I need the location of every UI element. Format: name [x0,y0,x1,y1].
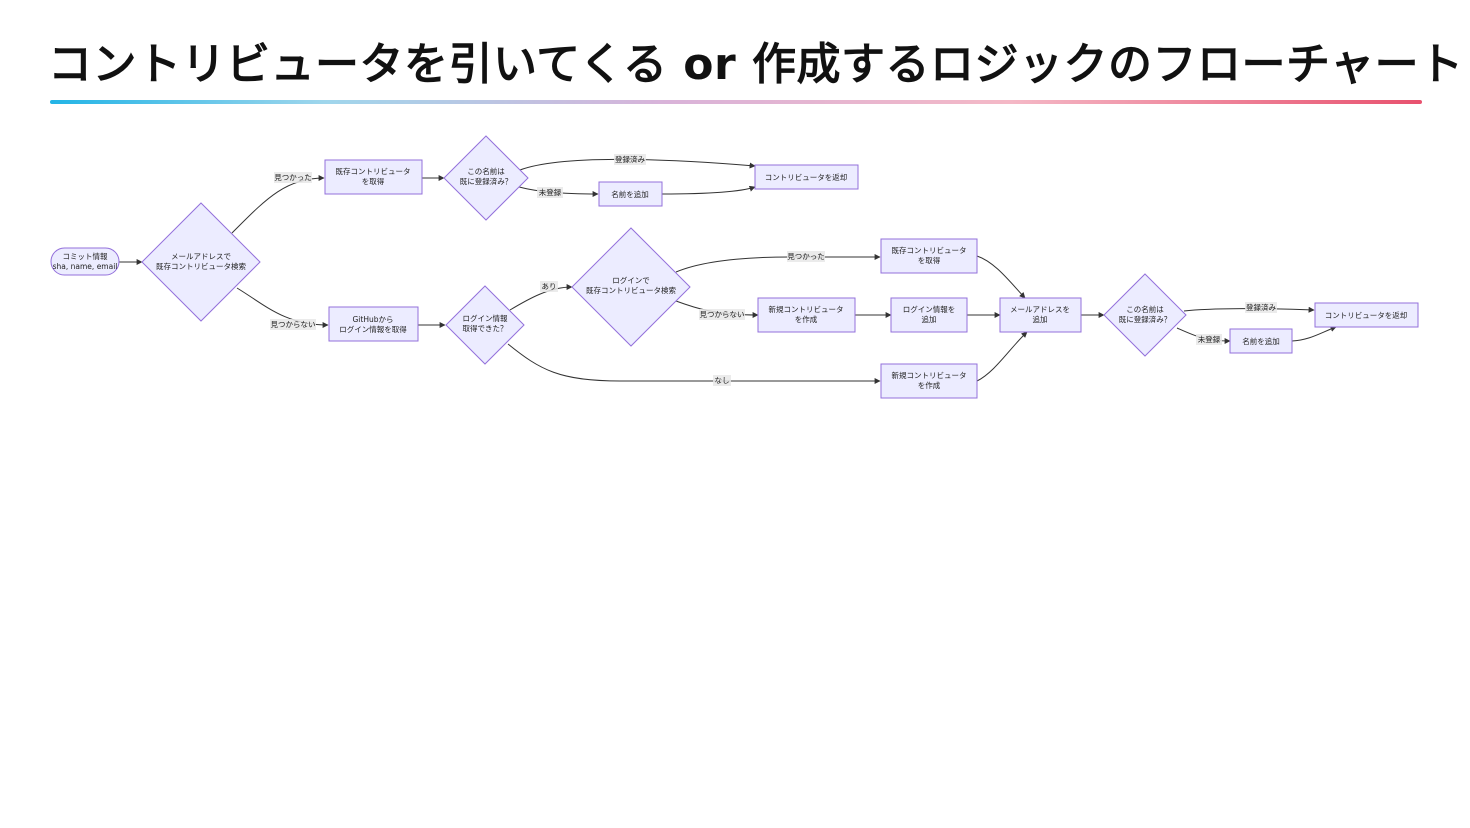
svg-text:あり: あり [542,282,557,291]
svg-text:取得できた？: 取得できた？ [463,323,508,333]
svg-text:追加: 追加 [1033,314,1048,324]
edge-addname1-to-return1 [661,185,756,195]
edge-label-not-found-email: 見つからない [270,319,316,330]
edge-label-unregistered-1: 未登録 [537,187,563,198]
node-add-name-1: 名前を追加 [598,181,663,207]
node-add-login-info: ログイン情報を 追加 [890,297,968,333]
svg-text:見つからない: 見つからない [700,310,745,319]
svg-text:既存コントリビュータ: 既存コントリビュータ [892,245,967,255]
svg-text:メールアドレスで: メールアドレスで [171,252,231,261]
node-create-new-2: 新規コントリビュータ を作成 [880,363,978,399]
svg-text:名前を追加: 名前を追加 [611,189,649,199]
node-name-registered-decision-1: この名前は 既に登録済み？ [443,135,529,221]
node-add-email: メールアドレスを 追加 [999,297,1082,333]
edge-q2-yes [509,284,573,311]
node-login-search-decision: ログインで 既存コントリビュータ検索 [571,227,691,347]
svg-text:未登録: 未登録 [539,187,562,197]
edge-search-found [231,175,325,234]
svg-text:既存コントリビュータ: 既存コントリビュータ [336,166,411,176]
svg-text:ログイン情報を取得: ログイン情報を取得 [339,324,407,334]
svg-text:を作成: を作成 [795,314,818,324]
svg-text:sha, name, email: sha, name, email [53,262,118,271]
svg-text:登録済み: 登録済み [615,154,645,164]
svg-text:追加: 追加 [922,314,937,324]
node-return-contributor-1: コントリビュータを返却 [754,164,859,190]
svg-text:メールアドレスを: メールアドレスを [1010,305,1070,314]
edge-q2-no [507,343,881,384]
svg-text:新規コントリビュータ: 新規コントリビュータ [892,370,967,380]
svg-text:ログイン情報を: ログイン情報を [903,304,956,314]
node-get-existing-2: 既存コントリビュータ を取得 [880,238,978,274]
svg-text:コミット情報: コミット情報 [63,251,108,261]
svg-text:既に登録済み？: 既に登録済み？ [1119,314,1172,324]
node-commit-info: コミット情報 sha, name, email [50,247,120,276]
edge-addname2-to-return2 [1291,326,1337,342]
node-return-contributor-2: コントリビュータを返却 [1314,302,1419,328]
edge-loginsearch-found [675,254,881,273]
edge-label-found-email: 見つかった [274,172,312,183]
svg-text:を作成: を作成 [918,380,941,390]
svg-text:コントリビュータを返却: コントリビュータを返却 [1325,310,1408,320]
edges [119,158,1337,384]
edge-label-unregistered-2: 未登録 [1196,334,1222,345]
svg-text:ログイン情報: ログイン情報 [463,313,508,323]
node-add-name-2: 名前を追加 [1229,328,1293,354]
node-create-new-1: 新規コントリビュータ を作成 [757,297,856,333]
node-name-registered-decision-2: この名前は 既に登録済み？ [1103,273,1187,357]
edge-q3-registered [1183,306,1315,313]
svg-text:既に登録済み？: 既に登録済み？ [460,176,513,186]
page-title: コントリビュータを引いてくる or 作成するロジックのフローチャート [48,39,1464,90]
svg-text:ログインで: ログインで [612,275,650,285]
edge-label-login-yes: あり [540,281,558,292]
svg-text:この名前は: この名前は [1126,304,1164,314]
node-email-search-decision: メールアドレスで 既存コントリビュータ検索 [141,202,261,322]
node-github-login: GitHubから ログイン情報を取得 [328,306,419,342]
svg-text:名前を追加: 名前を追加 [1242,336,1280,346]
svg-text:未登録: 未登録 [1198,334,1221,344]
svg-text:を取得: を取得 [362,176,385,186]
title-underline [50,100,1422,104]
edge-label-registered-2: 登録済み [1245,302,1277,313]
edge-label-registered-1: 登録済み [614,154,646,165]
svg-text:新規コントリビュータ: 新規コントリビュータ [769,304,844,314]
edge-label-login-no: なし [713,375,731,386]
node-get-existing-1: 既存コントリビュータ を取得 [324,159,423,195]
svg-text:GitHubから: GitHubから [353,315,394,324]
node-login-obtained-decision: ログイン情報 取得できた？ [445,285,525,365]
svg-text:なし: なし [715,376,730,385]
edge-label-found-login: 見つかった [787,251,825,262]
edge-label-not-found-login: 見つからない [699,309,745,320]
svg-text:コントリビュータを返却: コントリビュータを返却 [765,172,848,182]
svg-text:見つかった: 見つかった [274,173,312,182]
svg-text:既存コントリビュータ検索: 既存コントリビュータ検索 [156,261,246,271]
edge-createnew2-to-addemail [976,331,1028,382]
svg-text:を取得: を取得 [918,255,941,265]
svg-text:この名前は: この名前は [467,166,505,176]
svg-text:登録済み: 登録済み [1246,302,1276,312]
svg-text:既存コントリビュータ検索: 既存コントリビュータ検索 [586,285,676,295]
svg-text:見つからない: 見つからない [271,320,316,329]
svg-text:見つかった: 見つかった [787,252,825,261]
edge-existing2-to-addemail [976,255,1026,299]
